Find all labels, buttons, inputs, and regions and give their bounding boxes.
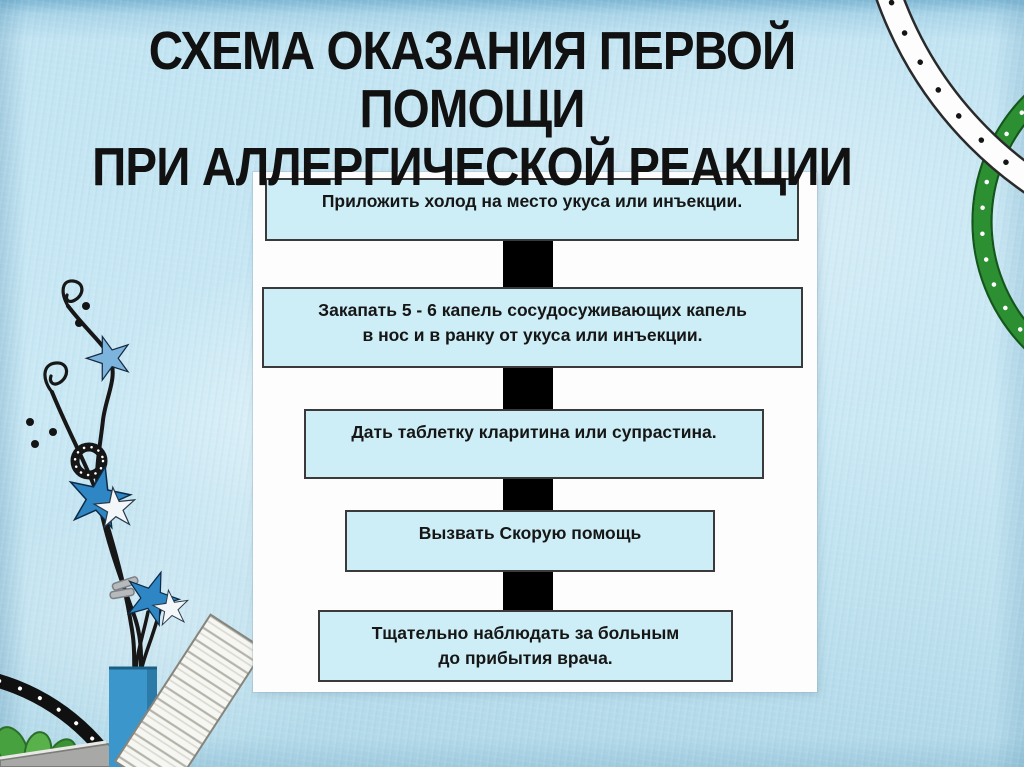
blue-star-on-stem-icon: ★ — [112, 553, 191, 642]
flow-step-3: Дать таблетку кларитина или супрастина. — [304, 409, 764, 479]
flow-step-4: Вызвать Скорую помощь — [345, 510, 715, 572]
swirl-vine-icon — [43, 279, 162, 706]
slide-title-line2: ПРИ АЛЛЕРГИЧЕСКОЙ РЕАКЦИИ — [92, 137, 853, 197]
flow-step-2: Закапать 5 - 6 капель сосудосуживающих к… — [262, 287, 803, 368]
small-blue-star-icon: ★ — [78, 322, 141, 393]
flowchart-panel: Приложить холод на место укуса или инъек… — [253, 172, 817, 692]
green-leaves-icon — [0, 726, 100, 767]
slide-title-line1: СХЕМА ОКАЗАНИЯ ПЕРВОЙ ПОМОЩИ — [148, 21, 796, 139]
gray-tubes-icon — [109, 576, 139, 600]
dotted-spiral-icon — [70, 442, 108, 480]
black-dotted-ribbon-icon — [0, 674, 124, 767]
blue-vase-icon — [109, 666, 157, 767]
gray-ledge-icon — [0, 740, 134, 767]
striped-paper-icon — [113, 613, 266, 767]
green-dotted-ring-icon — [971, 94, 1024, 350]
flow-connector-2 — [503, 368, 553, 409]
ink-dots-icon — [26, 302, 90, 448]
flow-step-5: Тщательно наблюдать за больным до прибыт… — [318, 610, 733, 682]
flow-connector-1 — [503, 241, 553, 287]
big-blue-star-icon: ★ — [57, 448, 140, 546]
flow-connector-3 — [503, 479, 553, 510]
white-star-icon: ★ — [91, 478, 140, 538]
slide-title: СХЕМА ОКАЗАНИЯ ПЕРВОЙ ПОМОЩИ ПРИ АЛЛЕРГИ… — [57, 22, 888, 196]
white-star-on-stem-icon: ★ — [149, 581, 193, 635]
flow-connector-4 — [503, 572, 553, 610]
flow-step-1: Приложить холод на место укуса или инъек… — [265, 178, 799, 241]
